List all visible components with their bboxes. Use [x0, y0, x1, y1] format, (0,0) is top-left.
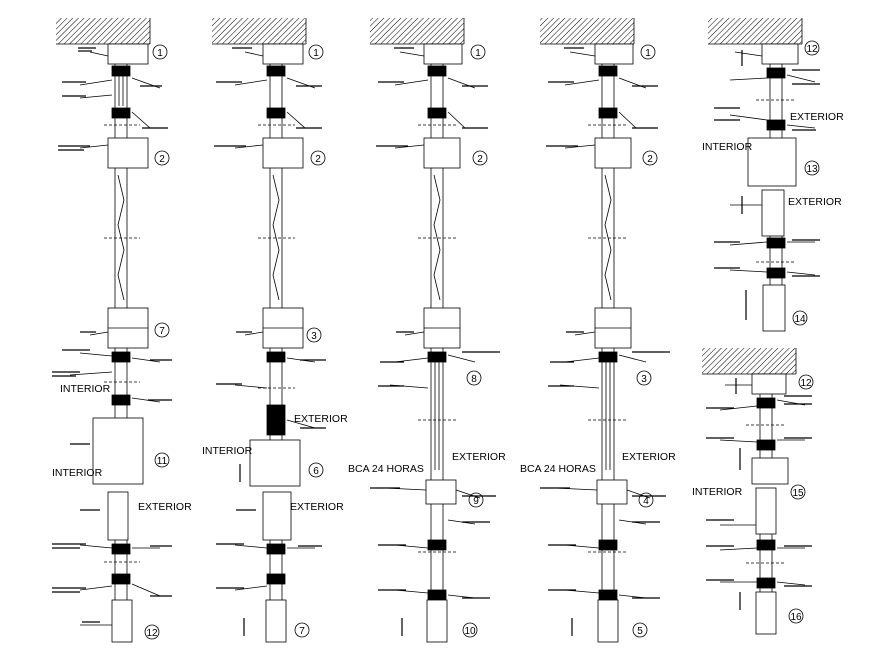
- column-2-section: [212, 18, 316, 643]
- callout-circle: 11: [154, 452, 170, 468]
- interior-label: INTERIOR: [692, 486, 743, 498]
- slab-hatch: [56, 18, 150, 44]
- callout-circle: 1: [152, 44, 168, 60]
- callout-circle: 12: [144, 624, 160, 640]
- callout-circle: 16: [788, 608, 804, 624]
- svg-text:6: 6: [313, 466, 319, 477]
- callout-circle: 2: [642, 150, 658, 166]
- column-5b-section: [702, 348, 806, 635]
- svg-text:14: 14: [794, 314, 806, 325]
- callout-circle: 2: [154, 150, 170, 166]
- exterior-label: EXTERIOR: [452, 451, 506, 463]
- column-5a-section: [708, 18, 816, 332]
- callout-circle: 8: [466, 370, 482, 386]
- svg-text:16: 16: [790, 612, 802, 623]
- svg-text:1: 1: [475, 48, 481, 59]
- mullion-block: [107, 137, 149, 169]
- callout-circle: 2: [310, 150, 326, 166]
- svg-text:11: 11: [157, 456, 168, 467]
- header-block: [107, 43, 149, 65]
- svg-text:12: 12: [800, 378, 812, 389]
- interior-label: INTERIOR: [202, 445, 253, 457]
- svg-text:12: 12: [806, 44, 818, 55]
- svg-text:13: 13: [806, 164, 818, 175]
- svg-text:1: 1: [313, 48, 319, 59]
- callout-circle: 13: [804, 160, 820, 176]
- exterior-label: EXTERIOR: [790, 111, 844, 123]
- exterior-label: EXTERIOR: [788, 196, 842, 208]
- interior-label: INTERIOR: [702, 141, 753, 153]
- svg-text:7: 7: [159, 326, 165, 337]
- svg-text:2: 2: [159, 154, 165, 165]
- callout-circle: 10: [462, 622, 478, 638]
- svg-text:2: 2: [315, 154, 321, 165]
- svg-text:15: 15: [792, 488, 804, 499]
- callout-circle: 1: [640, 44, 656, 60]
- svg-text:4: 4: [643, 496, 649, 507]
- svg-text:12: 12: [146, 628, 158, 639]
- callout-circle: 2: [472, 150, 488, 166]
- detail-callouts: 1 2 7 11 12 1 2 3 6 7 1 2 8 9 10 1 2 3 4…: [144, 40, 820, 640]
- interior-label: INTERIOR: [52, 467, 103, 479]
- exterior-label: EXTERIOR: [138, 501, 192, 513]
- zone-labels: INTERIOR INTERIOR EXTERIOR EXTERIOR INTE…: [52, 111, 844, 513]
- callout-circle: 3: [306, 327, 322, 343]
- exterior-label: EXTERIOR: [290, 501, 344, 513]
- svg-text:3: 3: [311, 331, 317, 342]
- bca-label: BCA 24 HORAS: [348, 463, 424, 475]
- annotation-marks: [52, 47, 820, 636]
- exterior-label: EXTERIOR: [622, 451, 676, 463]
- interior-label: INTERIOR: [60, 383, 111, 395]
- svg-text:8: 8: [471, 374, 477, 385]
- callout-circle: 1: [308, 44, 324, 60]
- callout-circle: 6: [308, 462, 324, 478]
- svg-text:3: 3: [641, 374, 647, 385]
- column-3-section: [370, 18, 481, 643]
- wall-block: [92, 417, 144, 485]
- callout-circle: 7: [294, 622, 310, 638]
- callout-circle: 1: [470, 44, 486, 60]
- svg-text:1: 1: [157, 48, 163, 59]
- bca-label: BCA 24 HORAS: [520, 463, 596, 475]
- callout-circle: 9: [468, 492, 484, 508]
- lower-block: [107, 491, 129, 541]
- callout-circle: 14: [792, 310, 808, 326]
- svg-text:5: 5: [637, 626, 643, 637]
- svg-text:9: 9: [473, 496, 479, 507]
- svg-text:7: 7: [299, 626, 305, 637]
- column-1-section: [56, 18, 161, 643]
- callout-circle: 12: [804, 40, 820, 56]
- callout-circle: 5: [632, 622, 648, 638]
- exterior-label: EXTERIOR: [294, 413, 348, 425]
- column-4-section: [540, 18, 651, 643]
- callout-circle: 4: [638, 492, 654, 508]
- callout-circle: 3: [636, 370, 652, 386]
- svg-text:10: 10: [464, 626, 476, 637]
- callout-circle: 12: [798, 374, 814, 390]
- callout-circle: 7: [154, 322, 170, 338]
- svg-text:2: 2: [477, 154, 483, 165]
- svg-text:2: 2: [647, 154, 653, 165]
- callout-circle: 15: [790, 484, 806, 500]
- svg-text:1: 1: [645, 48, 651, 59]
